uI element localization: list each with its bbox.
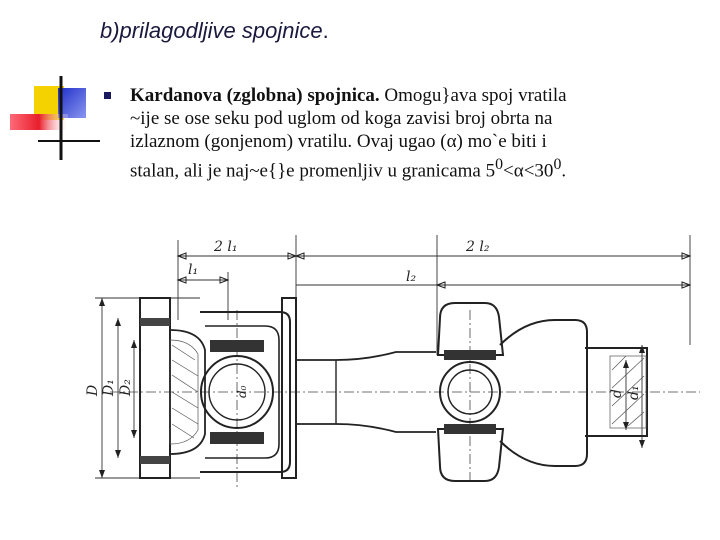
left-flange-yoke: d₀ — [139, 297, 297, 479]
dim-label-l2: l₂ — [406, 269, 416, 285]
top-dimensions: 2 l₁ l₁ 2 l₂ l₂ — [176, 235, 692, 355]
dim-label-2l1: 2 l₁ — [213, 239, 237, 255]
right-shaft-yoke — [296, 302, 648, 482]
bullet-text: Kardanova (zglobna) spojnica. Omogu}ava … — [130, 85, 567, 182]
cardan-joint-drawing: 2 l₁ l₁ 2 l₂ l₂ D D₁ D₂ d d₁ — [85, 235, 700, 490]
dim-label-d: d — [609, 389, 625, 398]
slide-decoration — [10, 76, 100, 160]
dim-label-d0: d₀ — [235, 385, 249, 398]
deco-red-bar — [10, 114, 68, 130]
deco-blue-square — [58, 88, 86, 118]
left-dimensions: D D₁ D₂ — [85, 297, 200, 479]
slide-title: b)prilagodljive spojnice. — [100, 18, 329, 43]
dim-label-D: D — [85, 385, 101, 397]
square-bullet-icon — [104, 92, 111, 99]
right-dimensions: d d₁ — [609, 345, 645, 448]
bullet-bold-term: Kardanova (zglobna) spojnica. — [130, 85, 380, 106]
dim-label-2l2: 2 l₂ — [465, 239, 490, 255]
dim-label-D1: D₁ — [101, 379, 117, 397]
dim-label-l1: l₁ — [188, 262, 198, 278]
dim-label-D2: D₂ — [118, 379, 134, 397]
